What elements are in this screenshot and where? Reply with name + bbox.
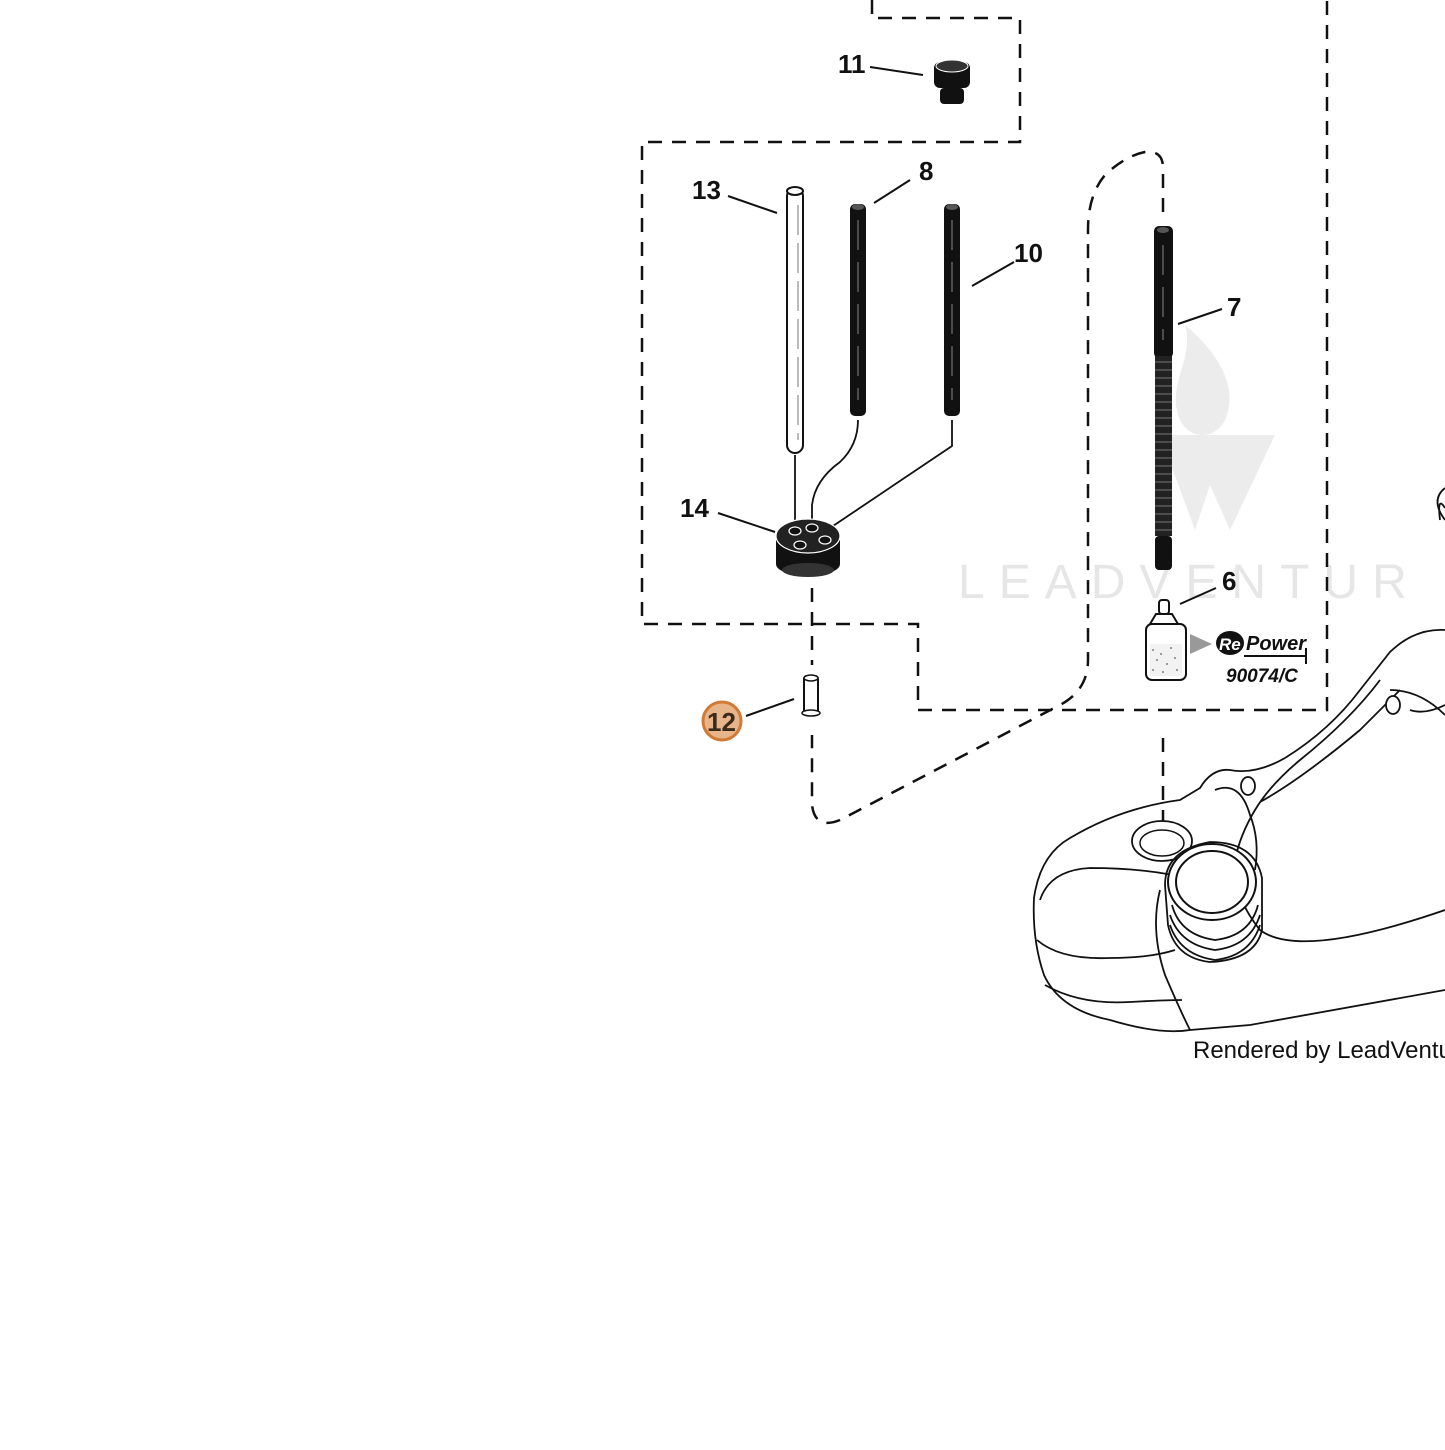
part-10-hose xyxy=(944,204,960,416)
callout-12[interactable]: 12 xyxy=(707,707,736,737)
part-number: 90074/C xyxy=(1226,666,1298,687)
callout-14[interactable]: 14 xyxy=(680,493,709,523)
routing-lines xyxy=(810,150,1165,830)
callout-6[interactable]: 6 xyxy=(1222,566,1236,596)
group-outlines xyxy=(640,0,1329,712)
part-12-pickup xyxy=(801,674,821,717)
callout-8[interactable]: 8 xyxy=(919,156,933,186)
repower-logo-icon xyxy=(1216,631,1244,655)
hose-routes xyxy=(794,419,953,529)
leader-lines xyxy=(717,66,1223,717)
part-13-tube xyxy=(786,186,804,454)
rendered-by-credit: Rendered by LeadVenture xyxy=(1193,1037,1445,1064)
part-6-fuel-filter xyxy=(1145,599,1187,681)
watermark: LEADVENTUR xyxy=(958,325,1421,609)
callout-12-highlight[interactable] xyxy=(701,700,743,742)
callout-7[interactable]: 7 xyxy=(1227,292,1241,322)
pointer-arrow-icon xyxy=(1190,634,1212,654)
callout-11[interactable]: 11 xyxy=(838,49,866,79)
callout-10[interactable]: 10 xyxy=(1014,238,1043,268)
brand-prefix: Re xyxy=(1219,635,1241,654)
part-11-plug xyxy=(934,59,970,104)
watermark-text: LEADVENTUR xyxy=(958,556,1421,609)
brand-suffix: Power xyxy=(1246,633,1307,655)
watermark-chevron-icon xyxy=(1160,435,1275,530)
watermark-flame-icon xyxy=(1175,325,1230,435)
kit-group-outline xyxy=(640,0,1329,712)
repower-badge: Re Power 90074/C xyxy=(1190,631,1307,687)
callouts: 11 13 8 10 7 14 6 12 xyxy=(680,49,1241,742)
part-8-hose xyxy=(850,204,866,416)
fuel-line-route xyxy=(810,150,1165,825)
callout-13[interactable]: 13 xyxy=(692,175,721,205)
fuel-tank xyxy=(1032,487,1445,1033)
part-7-fuel-line xyxy=(1154,226,1173,570)
part-14-grommet xyxy=(775,518,841,577)
